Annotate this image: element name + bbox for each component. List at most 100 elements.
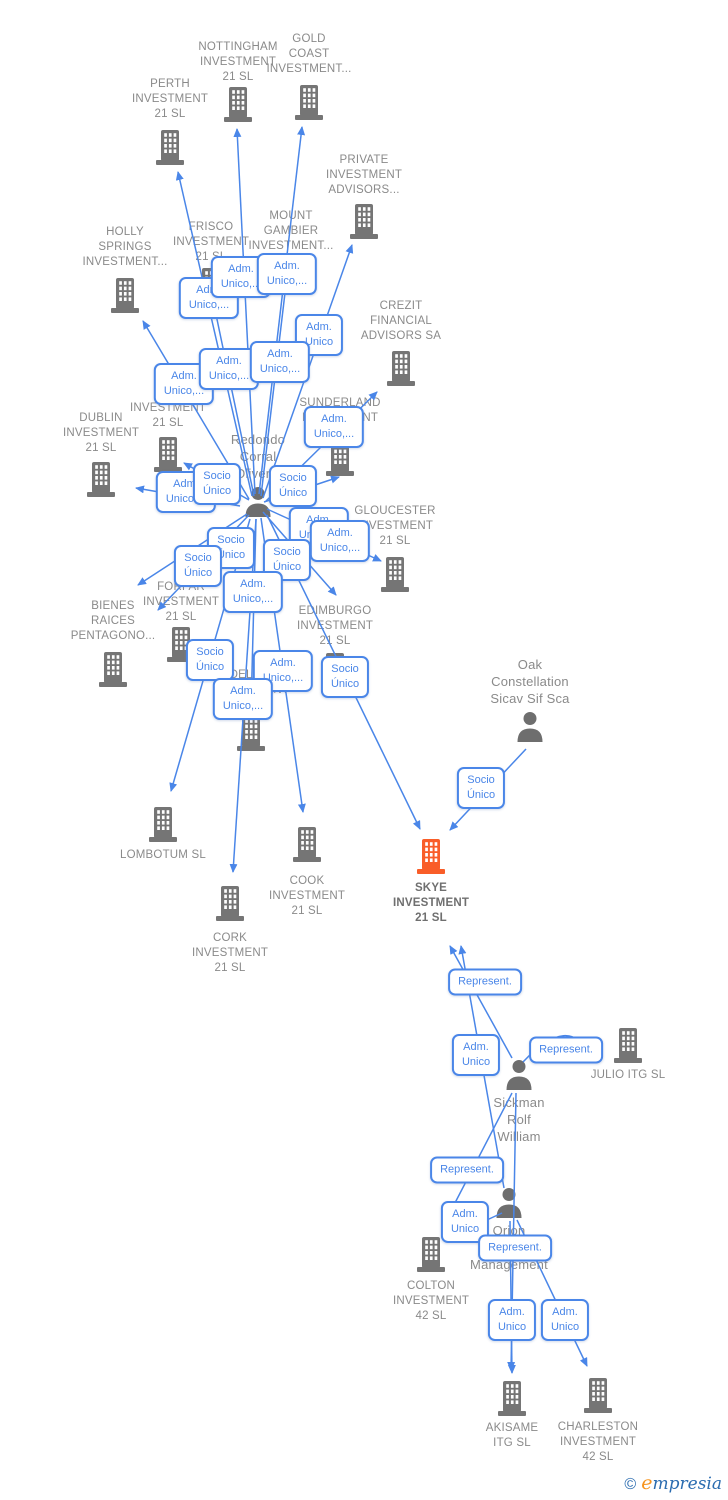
building-icon[interactable] bbox=[416, 1237, 446, 1278]
building-icon[interactable] bbox=[236, 716, 266, 757]
building-icon[interactable] bbox=[110, 278, 140, 319]
name-line: INVESTMENT bbox=[559, 1436, 637, 1448]
company-name: JULIO ITG SL bbox=[568, 1068, 688, 1083]
relationship-label-line: Adm. bbox=[240, 578, 266, 590]
relationship-label-line: Represent. bbox=[440, 1163, 494, 1176]
building-icon[interactable] bbox=[148, 807, 178, 848]
name-line: PERTH bbox=[150, 78, 190, 90]
name-line: BIENES bbox=[91, 600, 135, 612]
name-line: INVESTMENT bbox=[199, 56, 277, 68]
name-line: JULIO ITG SL bbox=[590, 1069, 666, 1081]
brand-text: mpresia bbox=[652, 1474, 723, 1494]
name-line: ADVISORS SA bbox=[360, 330, 442, 342]
building-icon[interactable] bbox=[155, 130, 185, 171]
relationship-label-line: Adm. bbox=[321, 413, 347, 425]
relationship-label-line: Socio bbox=[331, 663, 359, 675]
name-line: 21 SL bbox=[319, 635, 351, 647]
relationship-label[interactable]: Adm.Unico,... bbox=[256, 253, 318, 295]
name-line: INVESTMENT bbox=[191, 947, 269, 959]
relationship-label-line: Unico,... bbox=[232, 593, 274, 605]
building-icon[interactable] bbox=[294, 85, 324, 126]
relationship-label-line: Unico bbox=[450, 1223, 480, 1235]
name-line: INVESTMENT... bbox=[248, 240, 334, 252]
name-line: Rolf bbox=[507, 1112, 531, 1127]
name-line: SKYE bbox=[414, 882, 448, 894]
name-line: COAST bbox=[288, 48, 330, 60]
name-line: Constellation bbox=[491, 674, 569, 689]
building-icon[interactable] bbox=[416, 839, 446, 880]
relationship-label-line: Unico,... bbox=[222, 700, 264, 712]
building-icon[interactable] bbox=[380, 557, 410, 598]
company-name: COOK INVESTMENT 21 SL bbox=[247, 874, 367, 919]
building-icon[interactable] bbox=[223, 87, 253, 128]
name-line: ITG SL bbox=[493, 1437, 531, 1449]
relationship-label-line: Único bbox=[330, 678, 360, 690]
relationship-label[interactable]: Adm.Unico,... bbox=[212, 678, 274, 720]
person-icon[interactable] bbox=[515, 711, 545, 748]
building-icon[interactable] bbox=[98, 652, 128, 693]
name-line: 42 SL bbox=[582, 1451, 614, 1463]
building-icon[interactable] bbox=[86, 462, 116, 503]
relationship-label-line: Único bbox=[183, 567, 213, 579]
company-name: LOMBOTUM SL bbox=[103, 848, 223, 863]
name-line: 21 SL bbox=[415, 912, 447, 924]
relationship-label-line: Unico,... bbox=[259, 363, 301, 375]
relationship-label[interactable]: Represent. bbox=[478, 1234, 552, 1262]
relationship-label[interactable]: Adm.Unico,... bbox=[309, 520, 371, 562]
building-icon[interactable] bbox=[292, 827, 322, 868]
name-line: LOMBOTUM SL bbox=[120, 849, 206, 861]
name-line: GOLD bbox=[292, 33, 326, 45]
relationship-label[interactable]: Adm.Unico bbox=[540, 1299, 590, 1341]
building-icon[interactable] bbox=[583, 1378, 613, 1419]
relationship-label[interactable]: Adm.Unico bbox=[451, 1034, 501, 1076]
relationship-label[interactable]: Adm.Unico bbox=[487, 1299, 537, 1341]
building-icon[interactable] bbox=[349, 204, 379, 245]
name-line: SPRINGS bbox=[98, 241, 152, 253]
person-icon[interactable] bbox=[494, 1187, 524, 1224]
name-line: INVESTMENT bbox=[62, 427, 140, 439]
relationship-label-line: Único bbox=[278, 487, 308, 499]
name-line: INVESTMENT... bbox=[266, 63, 352, 75]
name-line: INVESTMENT bbox=[268, 890, 346, 902]
relationship-label-line: Adm. bbox=[306, 321, 332, 333]
company-name: CHARLESTON INVESTMENT 42 SL bbox=[538, 1420, 658, 1465]
relationship-label-line: Represent. bbox=[539, 1043, 593, 1056]
relationship-label[interactable]: Represent. bbox=[448, 968, 522, 996]
name-line: 21 SL bbox=[291, 905, 323, 917]
relationship-label-line: Adm. bbox=[452, 1208, 478, 1220]
relationship-label[interactable]: Adm.Unico,... bbox=[303, 406, 365, 448]
relationship-label[interactable]: Adm.Unico,... bbox=[249, 341, 311, 383]
relationship-label[interactable]: Represent. bbox=[529, 1036, 603, 1064]
building-icon[interactable] bbox=[497, 1381, 527, 1422]
name-line: 21 SL bbox=[85, 442, 117, 454]
relationship-label-line: Adm. bbox=[499, 1306, 525, 1318]
name-line: FINANCIAL bbox=[370, 315, 432, 327]
relationship-label[interactable]: Adm. Unico,... bbox=[222, 571, 284, 613]
building-icon[interactable] bbox=[613, 1028, 643, 1069]
name-line: ADVISORS... bbox=[328, 184, 400, 196]
name-line: CHARLESTON bbox=[557, 1421, 639, 1433]
building-icon[interactable] bbox=[215, 886, 245, 927]
person-icon[interactable] bbox=[504, 1059, 534, 1096]
name-line: COLTON bbox=[406, 1280, 456, 1292]
relationship-label[interactable]: Represent. bbox=[430, 1156, 504, 1184]
name-line: PRIVATE bbox=[339, 154, 389, 166]
name-line: COOK bbox=[289, 875, 325, 887]
name-line: Sickman bbox=[493, 1095, 545, 1110]
building-icon[interactable] bbox=[386, 351, 416, 392]
name-line: INVESTMENT bbox=[392, 1295, 470, 1307]
relationship-label-line: Unico,... bbox=[266, 275, 308, 287]
